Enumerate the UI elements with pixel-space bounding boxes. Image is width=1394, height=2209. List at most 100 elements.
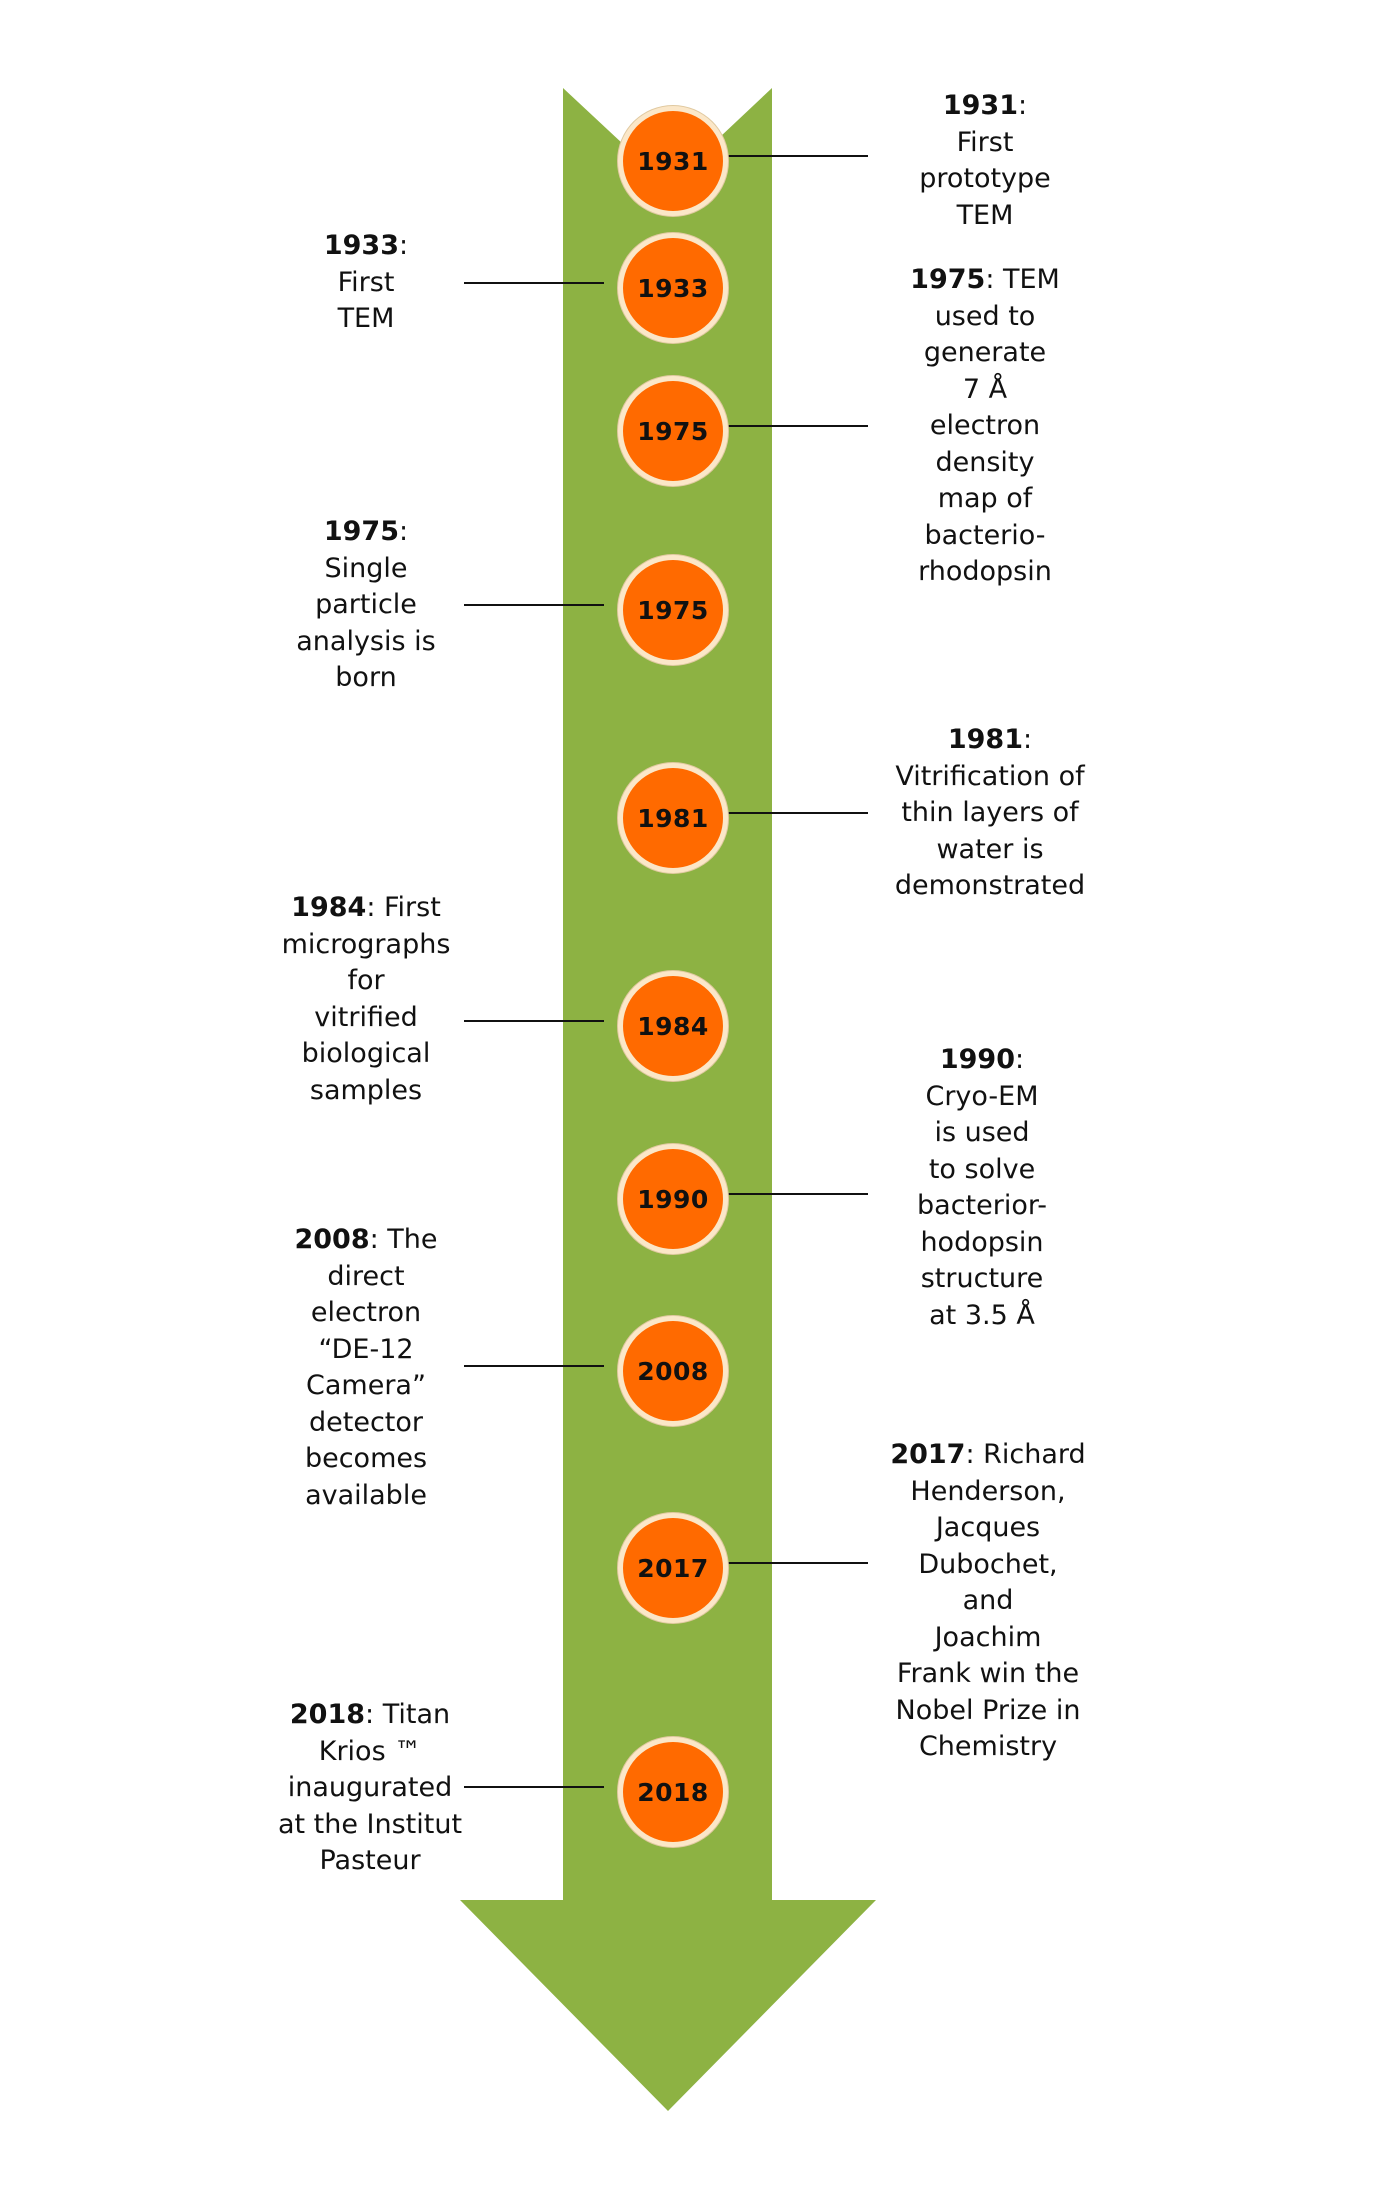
event-label-line: at 3.5 Å [929,1299,1035,1331]
event-label-line: 1984: First [291,892,441,923]
year-marker-label: 1990 [637,1184,709,1214]
event-label-line: “DE-12 [318,1333,414,1365]
year-marker-label: 1975 [637,595,709,625]
event-label-line: Joachim [934,1621,1042,1653]
event-year: 1975 [910,264,986,295]
event-label-line: thin layers of [901,797,1079,828]
event-label: 1975: Single particle analysis is born [246,514,486,697]
event-label-line: First [956,126,1014,158]
event-label-line: bacterio- [924,519,1046,551]
year-marker: 2017 [618,1513,728,1623]
event-label-line: samples [309,1074,423,1106]
event-label-line: and [962,1585,1014,1616]
year-marker-label: 1984 [637,1011,709,1041]
event-label-line: vitrified [314,1001,418,1033]
year-marker: 1975 [618,555,728,665]
connector-line [464,1786,604,1788]
event-label-line: 1933: [323,230,409,261]
year-marker: 1975 [618,376,728,486]
event-label-line: Nobel Prize in [895,1694,1081,1726]
event-label-line: available [305,1479,427,1511]
year-marker: 1990 [618,1144,728,1254]
event-label-line: Vitrification of [895,760,1085,792]
event-label-line: Henderson, [910,1475,1066,1507]
event-label-line: Single [324,552,408,584]
event-label-line: Jacques [935,1512,1041,1543]
year-marker-label: 2008 [637,1356,709,1386]
event-year: 1981 [947,724,1024,755]
event-label-line: 1990: [939,1044,1025,1075]
event-label-line: prototype [919,163,1051,194]
event-label-line: Chemistry [918,1731,1058,1762]
event-label-line: 1975: [323,516,409,547]
year-marker: 2008 [618,1316,728,1426]
event-label-line: for [347,965,385,996]
year-marker: 1981 [618,763,728,873]
event-label-line: analysis is [296,625,436,657]
connector-line [464,604,604,606]
event-label-line: particle [315,589,417,620]
year-marker: 1931 [618,106,728,216]
year-marker-label: 2017 [637,1553,709,1583]
event-label-line: biological [301,1038,431,1069]
event-year: 1933 [323,230,400,261]
year-marker: 1984 [618,971,728,1081]
event-label-line: is used [934,1117,1030,1148]
event-label-line: Cryo-EM [925,1080,1039,1112]
event-label-line: Krios ™ [318,1735,422,1767]
event-label-line: water is [936,833,1044,865]
event-label-line: electron [310,1297,422,1328]
event-label-line: generate [923,337,1047,368]
event-label-line: Frank win the [896,1658,1080,1689]
event-label-line: 1975: TEM [910,264,1060,295]
event-label-line: micrographs [281,928,451,960]
event-label-line: 2018: Titan [289,1699,451,1730]
event-label-line: born [335,662,397,693]
year-marker-label: 1933 [637,273,709,303]
connector-line [464,1020,604,1022]
event-year: 2017 [890,1439,966,1470]
event-label-line: structure [920,1263,1044,1294]
year-marker-label: 1981 [637,803,709,833]
event-label-line: density [935,446,1035,478]
event-label-line: demonstrated [894,870,1086,901]
connector-line [464,282,604,284]
event-year: 1984 [291,892,367,923]
connector-line [728,155,868,157]
event-label-line: 1931: [942,90,1028,121]
connector-line [728,1562,868,1564]
year-marker-label: 2018 [637,1777,709,1807]
event-label-line: at the Institut [277,1808,463,1840]
event-label-line: electron [929,410,1041,441]
event-year: 1990 [939,1044,1016,1075]
event-year: 1975 [323,516,400,547]
event-label-line: rhodopsin [918,556,1052,587]
event-label-line: 2008: The [294,1224,438,1255]
event-label-line: First [337,266,395,298]
event-label: 1984: First micrographs for vitrified biolog… [246,890,486,1109]
arrow-shape [460,88,876,2111]
event-year: 1931 [942,90,1019,121]
event-label-line: 7 Å [962,373,1008,405]
event-label-line: becomes [304,1443,428,1474]
event-label-line: Dubochet, [918,1548,1058,1580]
event-year: 2018 [289,1699,366,1730]
event-label-line: TEM [956,199,1014,231]
event-label-line: detector [309,1406,423,1438]
event-label-line: direct [327,1260,405,1292]
connector-line [464,1365,604,1367]
event-year: 2008 [294,1224,370,1255]
year-marker: 1933 [618,233,728,343]
year-marker-label: 1931 [637,146,709,176]
year-marker-label: 1975 [637,416,709,446]
connector-line [728,1193,868,1195]
event-label-line: hodopsin [920,1226,1044,1258]
